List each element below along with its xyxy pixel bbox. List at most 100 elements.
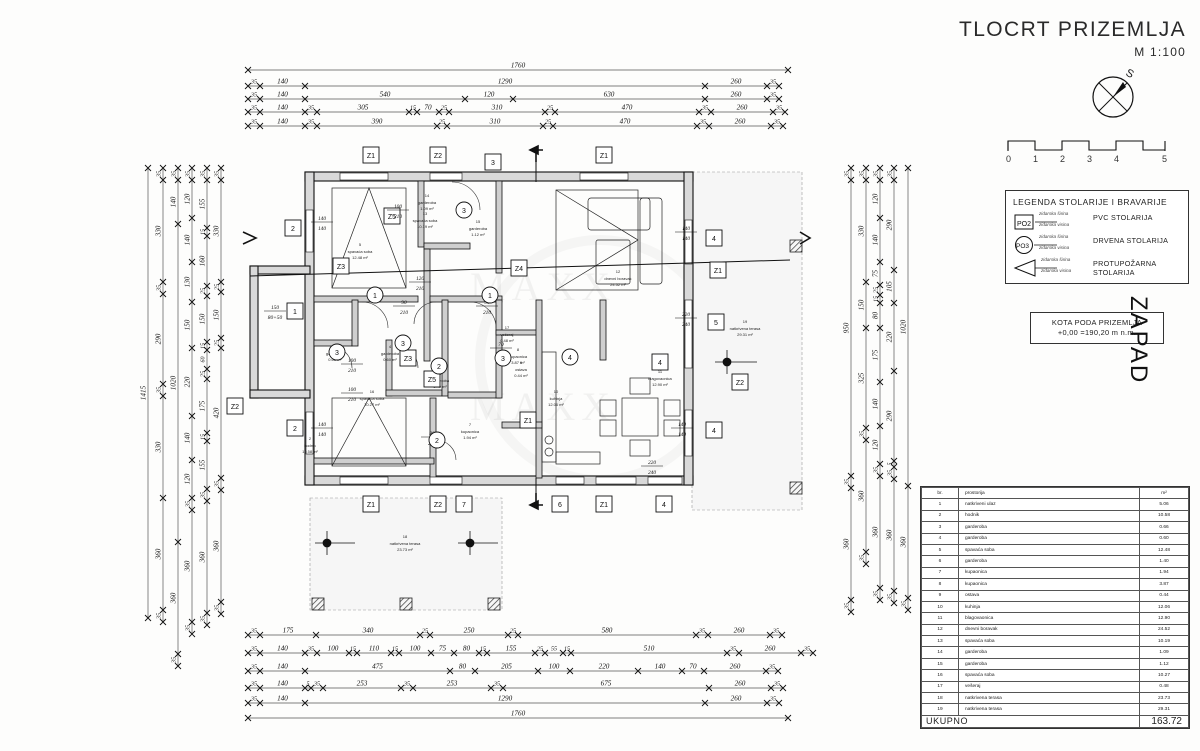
dimension-value: 25: [545, 120, 551, 126]
dimension-value: 360: [170, 592, 178, 604]
door-number-marker: 3: [455, 201, 473, 219]
dimension-value: 35: [902, 601, 908, 608]
furniture-symbols: [331, 186, 681, 467]
opening-dimension: 120 210: [409, 276, 431, 292]
room-area: 0.44: [1139, 589, 1189, 602]
page-title: TLOCRT PRIZEMLJA: [959, 18, 1186, 41]
opening-width: 140: [678, 422, 686, 428]
dimension-value: 155: [506, 645, 517, 653]
dimension-value: 35: [307, 120, 314, 126]
dimension-value: 35: [845, 171, 851, 178]
dimension-value: 120: [484, 91, 495, 99]
room-area: 23.73: [1139, 692, 1189, 705]
room-label-id: 10: [554, 389, 559, 394]
dimension-value: 35: [845, 479, 851, 486]
dimension-value: 140: [277, 645, 288, 653]
dimension-value: 25: [874, 287, 880, 293]
legend-row-wood: PO3 zidarska širina zidarska visina DRVE…: [1013, 234, 1188, 257]
legend-sub-height-2: zidarska visina: [1039, 245, 1070, 250]
dimension-value: 35: [874, 467, 880, 474]
dimension-value: 540: [380, 91, 391, 99]
opening-height: 140: [318, 432, 326, 438]
dimension-value: 80: [872, 312, 880, 320]
joinery-tag: Z1: [709, 261, 727, 279]
dimension-value: 140: [872, 398, 880, 409]
dimension-value: 25: [422, 629, 428, 635]
dimension-value: 260: [731, 78, 742, 86]
opening-height: 210: [394, 214, 402, 220]
legend-label-fire: PROTUPOŽARNA STOLARIJA: [1093, 259, 1157, 277]
dimension-value: 25: [547, 106, 553, 112]
dimension-value: 290: [886, 219, 894, 230]
dimension-value: 140: [655, 663, 666, 671]
joinery-tag-label: Z3: [404, 356, 412, 363]
opening-width: 70: [498, 342, 504, 348]
room-number: 13: [921, 635, 959, 648]
dimension-value: 360: [843, 538, 851, 550]
room-area: 12.06: [1139, 600, 1189, 614]
joinery-tag: 4: [705, 229, 723, 247]
dimension-value: 35: [768, 665, 775, 671]
dimension-value: 175: [283, 627, 294, 635]
dimension-value: 340: [362, 627, 374, 635]
opening-width: 140: [318, 216, 326, 222]
joinery-tag-label: Z5: [388, 214, 396, 221]
joinery-tag: Z2: [429, 495, 447, 513]
dimension-value: 35: [250, 93, 257, 99]
room-label-name: ostava: [515, 367, 528, 372]
joinery-tag-label: 6: [558, 502, 562, 509]
joinery-tag: Z1: [595, 495, 613, 513]
dimension-value: 140: [277, 91, 288, 99]
dimension-value: 220: [599, 663, 610, 671]
room-label-id: 14: [425, 193, 430, 198]
joinery-tag-label: 7: [462, 502, 466, 509]
room-area: 0.48: [1139, 680, 1189, 694]
opening-height: 210: [416, 286, 424, 292]
dimension-value: 253: [357, 680, 368, 688]
kota-line-2: +0,00 =190,20 m n.m.: [1057, 328, 1137, 337]
opening-width: 220: [682, 312, 690, 318]
room-label-name: garderoba: [469, 226, 488, 231]
room-label-area: 1.12 m²: [471, 232, 485, 237]
joinery-legend: LEGENDA STOLARIJE I BRAVARIJE PO2 zidars…: [1005, 190, 1189, 284]
dimension-value: 140: [184, 234, 192, 245]
opening-height: 210: [483, 310, 491, 316]
room-label-name: kupaonica: [461, 429, 480, 434]
dimension-value: 35: [888, 171, 894, 178]
dimension-value: 35: [769, 93, 776, 99]
door-number-label: 3: [462, 208, 466, 215]
dimension-value: 470: [620, 118, 631, 126]
dimension-value: 250: [464, 627, 475, 635]
dimension-value: 35: [701, 106, 708, 112]
room-number: 8: [921, 578, 959, 591]
dimension-value: 260: [731, 695, 742, 703]
room-area: 1.12: [1139, 657, 1189, 671]
room-area: 29.31: [1139, 703, 1189, 716]
joinery-tag: 7: [455, 495, 473, 513]
room-label-id: 19: [743, 319, 748, 324]
room-area: 0.60: [1139, 532, 1189, 545]
graphic-scale-bar: 0 1 2 3 4 5: [1005, 138, 1170, 166]
dimension-value: 25: [439, 120, 445, 126]
room-area: 10.19: [1139, 635, 1189, 648]
room-label-name: hodnik: [304, 443, 316, 448]
opening-height: 140: [318, 226, 326, 232]
dimension-value: 35: [250, 682, 257, 688]
terrace-areas: [309, 171, 803, 611]
dimension-value: 475: [372, 663, 383, 671]
room-area: 3.87: [1139, 578, 1189, 591]
dimension-value: 510: [644, 645, 655, 653]
dimension-value: 630: [604, 91, 615, 99]
opening-width: 120: [416, 276, 424, 282]
dimension-value: 150: [213, 309, 221, 320]
joinery-tag: 6: [551, 495, 569, 513]
joinery-tag: Z1: [362, 495, 380, 513]
room-name: garderoba: [958, 646, 1140, 659]
joinery-tag: 2: [284, 219, 302, 237]
room-label-id: 2: [309, 436, 312, 441]
